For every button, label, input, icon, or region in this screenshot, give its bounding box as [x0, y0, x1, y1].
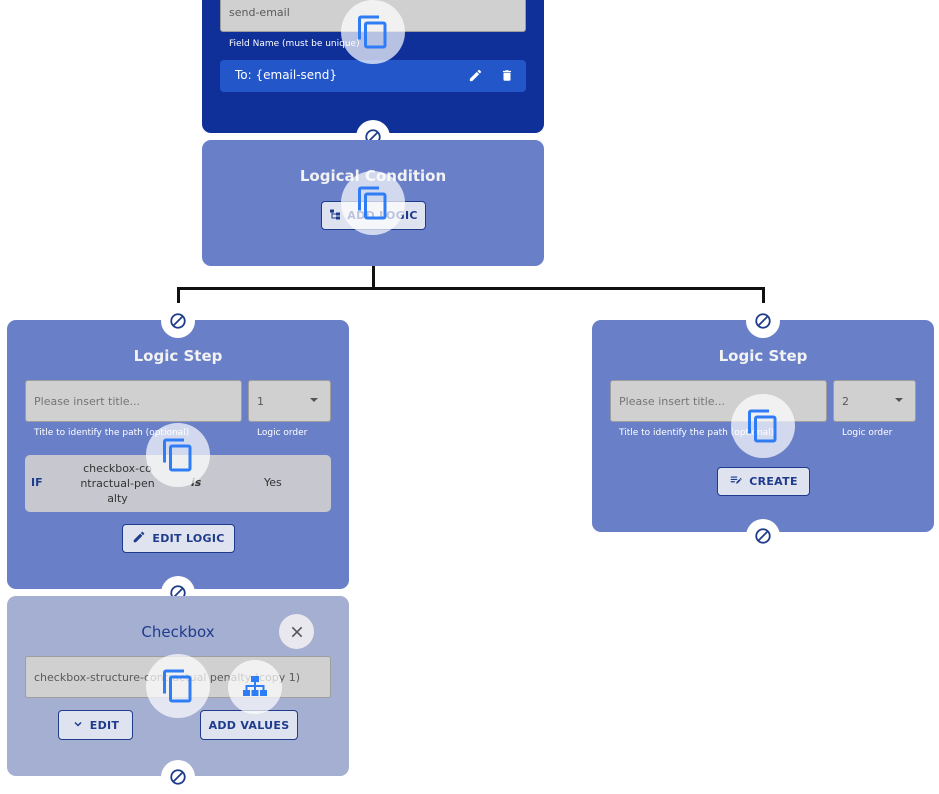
path-title-helper: Title to identify the path (optional) — [619, 428, 775, 438]
checkbox-title: Checkbox — [141, 623, 215, 641]
pencil-icon[interactable] — [468, 68, 483, 87]
pencil-icon — [132, 530, 146, 547]
add-values-label: ADD VALUES — [208, 718, 290, 732]
path-title-input[interactable]: Please insert title... — [610, 380, 827, 422]
hierarchy-icon — [329, 208, 341, 223]
logic-order-helper: Logic order — [257, 428, 308, 438]
edit-logic-label: EDIT LOGIC — [152, 532, 225, 545]
email-recipient-label: To: {email-send} — [235, 68, 338, 82]
add-values-button[interactable]: ADD VALUES — [200, 710, 298, 740]
rule-field: checkbox-contractual-penalty — [80, 462, 155, 505]
copy-icon[interactable] — [341, 171, 405, 235]
copy-icon[interactable] — [146, 654, 210, 718]
create-button[interactable]: CREATE — [717, 467, 810, 496]
logic-step-title: Logic Step — [718, 347, 808, 365]
rule-value: Yes — [264, 476, 282, 489]
copy-icon[interactable] — [146, 423, 210, 487]
rule-operator: is — [191, 476, 202, 489]
connector-branch — [177, 287, 765, 290]
chevron-down-icon — [310, 398, 318, 402]
edit-logic-button[interactable]: EDIT LOGIC — [122, 524, 235, 553]
close-icon[interactable] — [279, 614, 314, 649]
connector-left-drop — [177, 287, 180, 303]
connector-right-drop — [762, 287, 765, 303]
edit-note-icon — [729, 473, 743, 490]
path-title-input[interactable]: Please insert title... — [25, 380, 242, 422]
logic-order-select[interactable]: 2 — [833, 380, 916, 422]
copy-icon[interactable] — [731, 394, 795, 458]
email-recipient-row: To: {email-send} — [220, 60, 526, 92]
connector-trunk — [372, 266, 375, 290]
no-entry-icon[interactable] — [746, 519, 780, 553]
edit-label: EDIT — [89, 718, 120, 732]
logic-step-title: Logic Step — [133, 347, 223, 365]
chevron-down-icon — [72, 718, 84, 733]
edit-button[interactable]: EDIT — [58, 710, 133, 740]
no-entry-icon[interactable] — [161, 760, 195, 794]
hierarchy-icon[interactable] — [228, 660, 282, 714]
logic-order-value: 1 — [257, 394, 264, 408]
email-field-name-helper: Field Name (must be unique) — [229, 39, 360, 49]
create-label: CREATE — [749, 475, 798, 488]
rule-if-label: IF — [31, 476, 43, 489]
trash-icon[interactable] — [500, 68, 514, 87]
chevron-down-icon — [895, 398, 903, 402]
no-entry-icon[interactable] — [161, 304, 195, 338]
path-title-helper: Title to identify the path (optional) — [34, 428, 190, 438]
logic-order-select[interactable]: 1 — [248, 380, 331, 422]
copy-icon[interactable] — [341, 0, 405, 64]
logic-order-value: 2 — [842, 394, 849, 408]
logic-order-helper: Logic order — [842, 428, 893, 438]
no-entry-icon[interactable] — [746, 304, 780, 338]
